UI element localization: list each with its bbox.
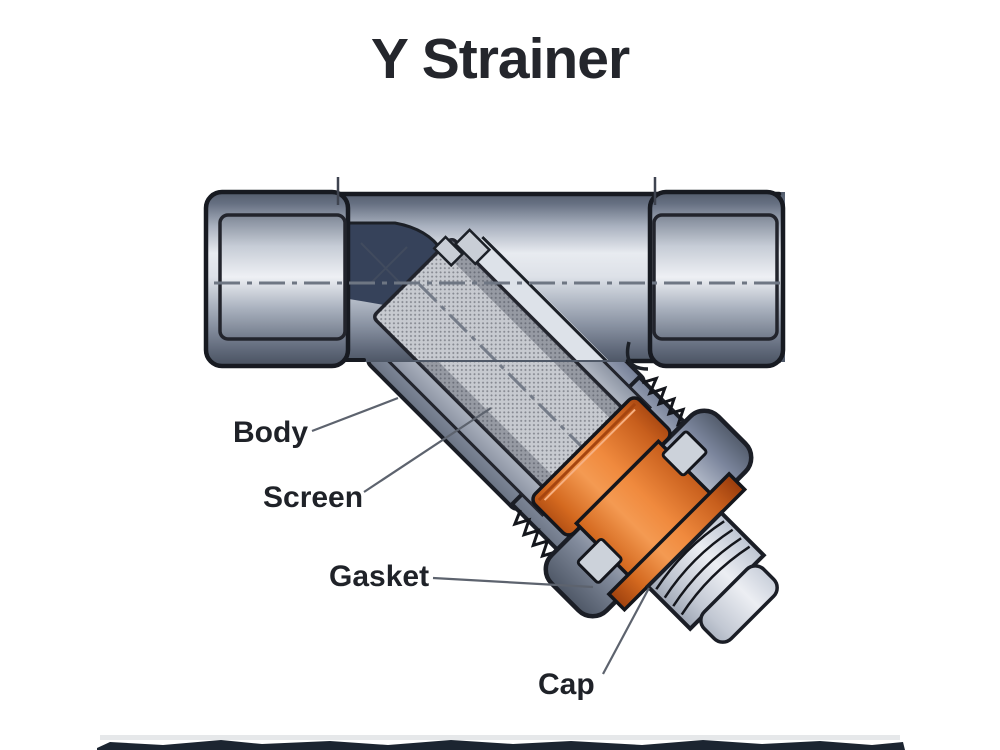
gasket-lip	[537, 402, 637, 502]
label-cap: Cap	[538, 668, 595, 701]
left-coupling-sleeve	[218, 213, 347, 341]
sleeve-lip-edge	[481, 235, 641, 360]
sleeve-lip	[465, 235, 641, 360]
plug-thread-2	[663, 528, 734, 599]
cap-notch-upper	[661, 430, 708, 477]
plug-thread-1	[655, 520, 725, 590]
bottom-bar	[97, 740, 905, 750]
diagram-title: Y Strainer	[370, 27, 630, 91]
body-leader-line	[311, 396, 399, 433]
right-coupling-sleeve	[652, 213, 779, 341]
cap-plug-end	[699, 564, 779, 644]
bottom-bar-smudge	[100, 735, 900, 740]
seat-step-1	[453, 228, 492, 266]
threads-lower	[512, 509, 559, 565]
label-body: Body	[233, 416, 308, 449]
label-gasket: Gasket	[329, 560, 430, 593]
cap-leader-line	[602, 587, 650, 675]
seat-step-2	[432, 235, 465, 268]
inlet-line-2	[370, 246, 408, 284]
cap-notch-lower	[576, 537, 623, 584]
branch-opening-hook	[625, 341, 649, 371]
screen-element-upper	[373, 238, 627, 360]
screen-upper-shade	[440, 238, 626, 360]
plug-thread-3	[672, 537, 742, 607]
label-screen: Screen	[263, 481, 364, 514]
screen-leader-line	[363, 407, 492, 493]
plug-thread-4	[680, 545, 751, 616]
pipe-cutaway	[349, 221, 641, 360]
gasket-leader-line	[432, 576, 594, 589]
gasket-highlight	[543, 408, 636, 501]
